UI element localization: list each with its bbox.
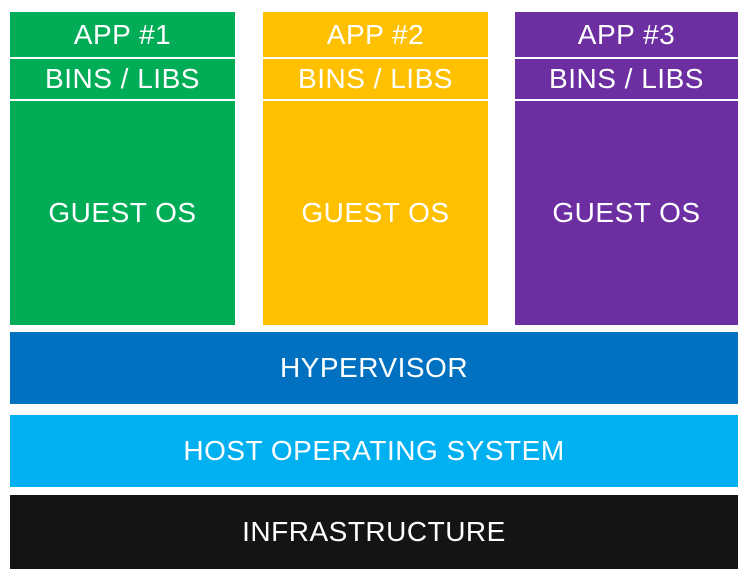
vm-column-3: APP #3 BINS / LIBS GUEST OS: [515, 12, 738, 325]
guest-os-1-label: GUEST OS: [48, 197, 197, 228]
bins-libs-1-label: BINS / LIBS: [45, 63, 200, 94]
infrastructure-layer: INFRASTRUCTURE: [10, 495, 738, 569]
separator: [10, 57, 235, 59]
app-2-label: APP #2: [326, 18, 425, 50]
hypervisor-layer: HYPERVISOR: [10, 332, 738, 404]
separator: [10, 99, 235, 101]
vm-column-1: APP #1 BINS / LIBS GUEST OS: [10, 12, 235, 325]
separator: [263, 57, 488, 59]
app-3-label: APP #3: [577, 18, 676, 50]
separator: [515, 57, 738, 59]
bins-libs-2-label: BINS / LIBS: [298, 63, 453, 94]
guest-os-3-label: GUEST OS: [552, 197, 701, 228]
separator: [515, 99, 738, 101]
app-1-label: APP #1: [73, 18, 172, 50]
guest-os-2-label: GUEST OS: [301, 197, 450, 228]
host-operating-system-layer: HOST OPERATING SYSTEM: [10, 415, 738, 487]
bins-libs-3-label: BINS / LIBS: [549, 63, 704, 94]
vm-column-2: APP #2 BINS / LIBS GUEST OS: [263, 12, 488, 325]
separator: [263, 99, 488, 101]
